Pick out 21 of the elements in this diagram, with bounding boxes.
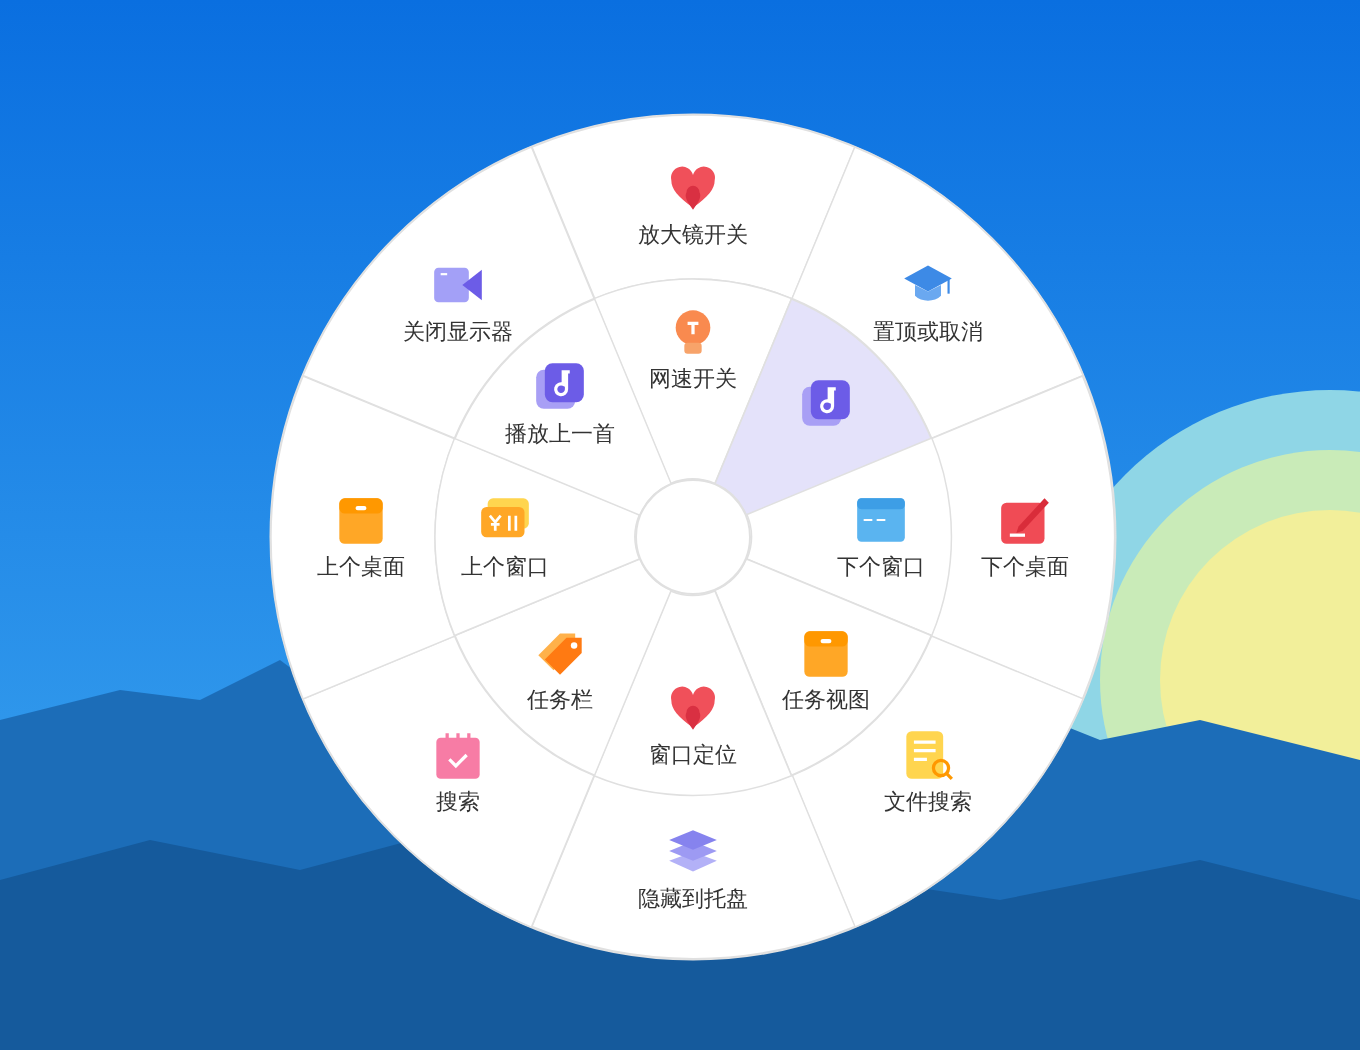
- menu-label: 任务视图: [781, 685, 870, 714]
- menu-label: 关闭显示器: [403, 318, 514, 347]
- menu-label: 播放上一首: [505, 420, 616, 449]
- menu-label: 任务栏: [527, 685, 594, 714]
- menu-label: 置顶或取消: [872, 318, 983, 347]
- menu-sector: [271, 375, 455, 699]
- menu-label: 文件搜索: [883, 787, 972, 816]
- menu-sector: [594, 279, 792, 484]
- menu-label: 下个桌面: [981, 553, 1069, 581]
- menu-sector: [931, 375, 1115, 699]
- menu-sector: [531, 115, 855, 299]
- menu-label: 搜索: [436, 787, 481, 816]
- center-circle: [635, 479, 751, 595]
- menu-label: 下个窗口: [837, 553, 925, 581]
- menu-label: 窗口定位: [649, 741, 737, 769]
- menu-sector: [531, 775, 855, 959]
- menu-label: 上个桌面: [317, 553, 405, 581]
- menu-label: 上个窗口: [461, 553, 549, 581]
- menu-label: 放大镜开关: [638, 221, 748, 249]
- menu-label: 网速开关: [649, 365, 737, 393]
- menu-label: 隐藏到托盘: [638, 885, 748, 913]
